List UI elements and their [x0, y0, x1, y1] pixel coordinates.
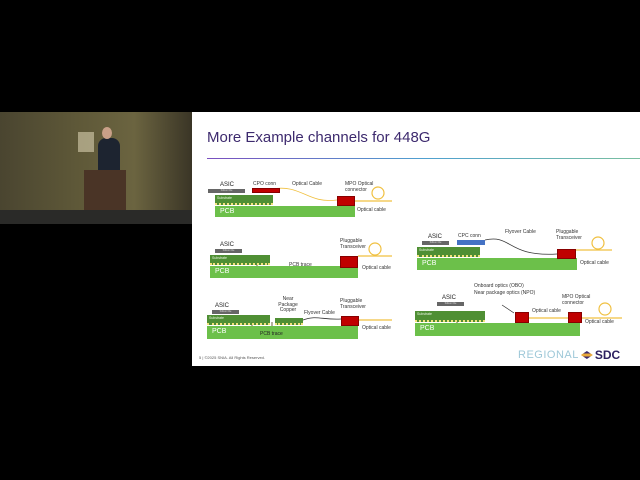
near-package-copper: [275, 318, 303, 325]
asic-label: ASIC: [220, 182, 235, 188]
label: PCB trace: [260, 331, 283, 337]
asic-label: ASIC: [220, 242, 235, 248]
cpo-connector: [252, 188, 280, 193]
wall-lamp: [78, 132, 94, 152]
label: PCB trace: [289, 262, 312, 268]
silicon-die: Silicon Die: [208, 189, 245, 193]
logo-text-sdc: SDC: [594, 348, 621, 362]
label: Optical cable: [585, 319, 614, 325]
obo-module: [515, 312, 529, 323]
pluggable-transceiver: [340, 256, 358, 268]
logo-mark-icon: [580, 351, 593, 359]
substrate: Substrate: [207, 315, 270, 325]
speaker: [98, 138, 120, 170]
label: Optical cable: [362, 265, 391, 271]
label: Optical Cable: [292, 181, 323, 187]
label: Pluggable Transceiver: [556, 229, 582, 241]
regional-sdc-logo: REGIONAL SDC: [518, 348, 620, 362]
slide-title: More Example channels for 448G: [207, 129, 431, 146]
label: Optical cable: [362, 325, 391, 331]
speaker-video: [0, 112, 192, 224]
label: Flyover Cable: [304, 310, 335, 316]
substrate: Substrate: [210, 255, 270, 265]
audience: [0, 210, 192, 224]
mpo-connector: [337, 196, 355, 206]
label: Near Package Copper: [278, 296, 298, 313]
label: Onboard optics (OBO): [474, 283, 524, 289]
silicon-die: Silicon Die: [215, 249, 242, 253]
presentation-slide: More Example channels for 448G ASIC Sili…: [192, 112, 640, 366]
title-divider: [207, 158, 640, 159]
slide-footer: 5 | ©2025 SNIA. All Rights Reserved.: [199, 355, 266, 360]
pcb: PCB: [415, 323, 580, 336]
pluggable-transceiver: [557, 249, 576, 259]
label: Optical cable: [580, 260, 609, 266]
pcb: PCB: [417, 258, 577, 270]
speaker-head: [102, 127, 112, 139]
silicon-die: Silicon Die: [437, 302, 464, 306]
label: Near package optics (NPO): [474, 290, 536, 296]
pcb: PCB: [207, 326, 358, 339]
cpc-connector: [457, 240, 485, 245]
label: MPO Optical connector: [562, 294, 591, 306]
label: MPO Optical connector: [345, 181, 374, 193]
substrate: Substrate: [415, 311, 485, 322]
pcb: PCB: [215, 206, 355, 217]
label: Optical cable: [357, 207, 386, 213]
label: CPO conn: [253, 181, 277, 187]
substrate: Substrate: [417, 247, 480, 257]
pcb: PCB: [210, 266, 358, 278]
label: Optical cable: [532, 308, 561, 314]
substrate: Substrate: [215, 195, 273, 205]
asic-label: ASIC: [428, 234, 443, 240]
asic-label: ASIC: [442, 295, 457, 301]
cable-lines: [251, 186, 622, 334]
silicon-die: Silicon Die: [212, 310, 239, 314]
silicon-die: Silicon Die: [422, 241, 449, 245]
label: Flyover Cable: [505, 229, 536, 235]
label: CPC conn: [458, 233, 481, 239]
asic-label: ASIC: [215, 303, 230, 309]
mpo-connector: [568, 312, 582, 323]
logo-text-regional: REGIONAL: [518, 349, 579, 361]
label: Pluggable Transceiver: [340, 238, 366, 250]
pluggable-transceiver: [341, 316, 359, 326]
label: Pluggable Transceiver: [340, 298, 366, 310]
